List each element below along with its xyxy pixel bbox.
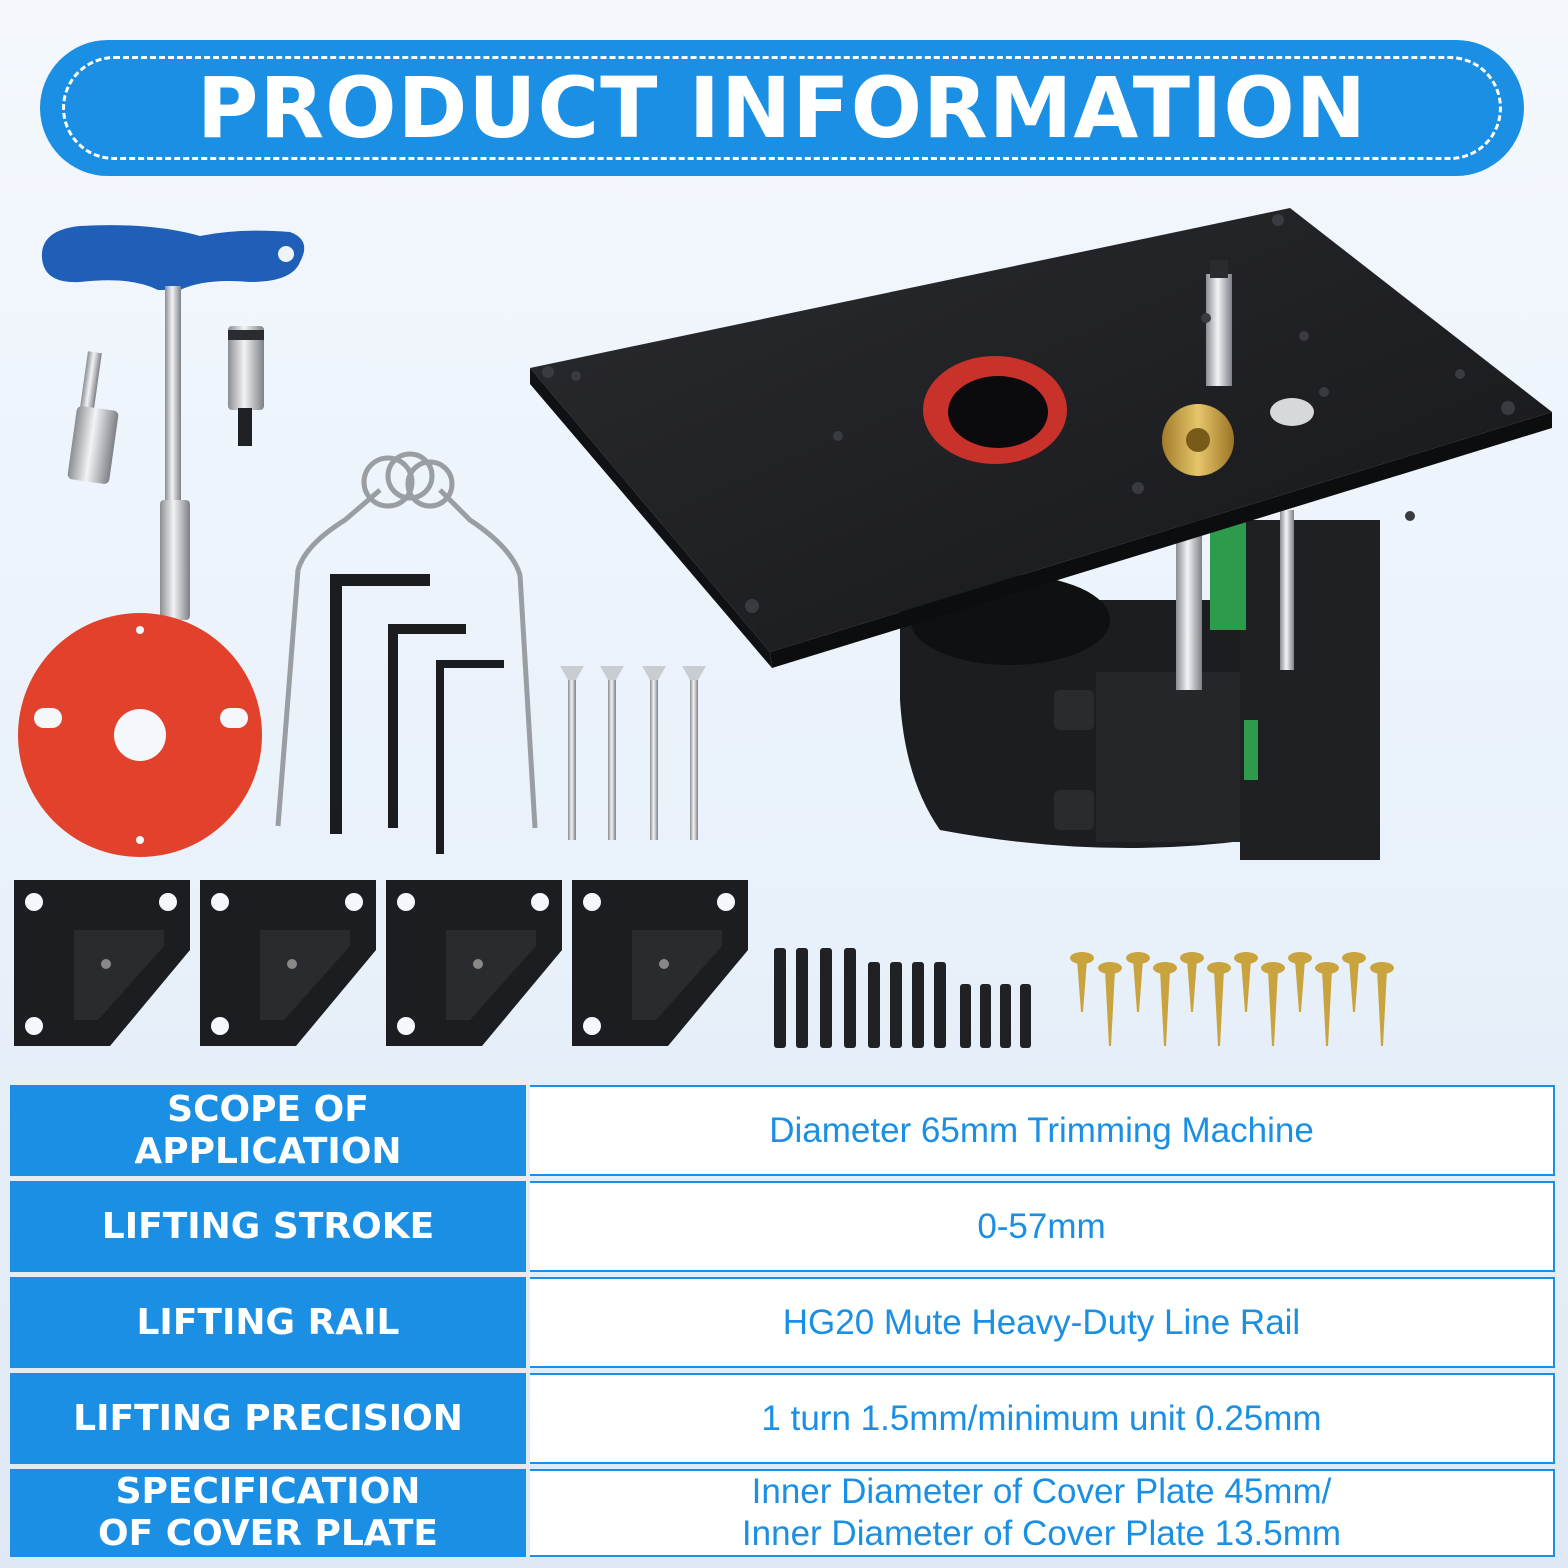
router-plate-icon [530,208,1552,668]
spec-label: SPECIFICATION OF COVER PLATE [10,1469,526,1557]
spec-value: Diameter 65mm Trimming Machine [530,1085,1555,1176]
title-banner-dashed-border: PRODUCT INFORMATION [62,56,1502,160]
spec-label: LIFTING RAIL [10,1277,526,1368]
corner-bracket-icon [14,880,748,1046]
spec-value: 1 turn 1.5mm/minimum unit 0.25mm [530,1373,1555,1464]
spec-table: SCOPE OF APPLICATION Diameter 65mm Trimm… [10,1085,1555,1557]
hex-bit-adapter-icon [67,351,119,484]
insert-ring-icon [18,613,262,857]
spec-label: LIFTING PRECISION [10,1373,526,1464]
spec-label: LIFTING STROKE [10,1181,526,1272]
spring-retainer-icon [275,451,538,829]
spec-label: SCOPE OF APPLICATION [10,1085,526,1176]
router-lift-body-icon [900,500,1380,860]
countersunk-bolts-icon [560,666,706,840]
title-banner: PRODUCT INFORMATION [40,40,1524,176]
spec-row-scope: SCOPE OF APPLICATION Diameter 65mm Trimm… [10,1085,1555,1176]
spec-value: HG20 Mute Heavy-Duty Line Rail [530,1277,1555,1368]
wood-screws-icon [1070,952,1394,1046]
page-title: PRODUCT INFORMATION [196,59,1368,157]
set-screws-icon [774,948,1031,1048]
spec-row-lifting-stroke: LIFTING STROKE 0-57mm [10,1181,1555,1272]
spec-value: Inner Diameter of Cover Plate 45mm/ Inne… [530,1469,1555,1557]
spec-row-lifting-precision: LIFTING PRECISION 1 turn 1.5mm/minimum u… [10,1373,1555,1464]
spec-row-cover-plate: SPECIFICATION OF COVER PLATE Inner Diame… [10,1469,1555,1557]
guide-bearing-icon [228,326,264,446]
spec-value: 0-57mm [530,1181,1555,1272]
hex-keys-icon [330,574,504,854]
t-handle-wrench-icon [41,225,305,620]
spec-row-lifting-rail: LIFTING RAIL HG20 Mute Heavy-Duty Line R… [10,1277,1555,1368]
